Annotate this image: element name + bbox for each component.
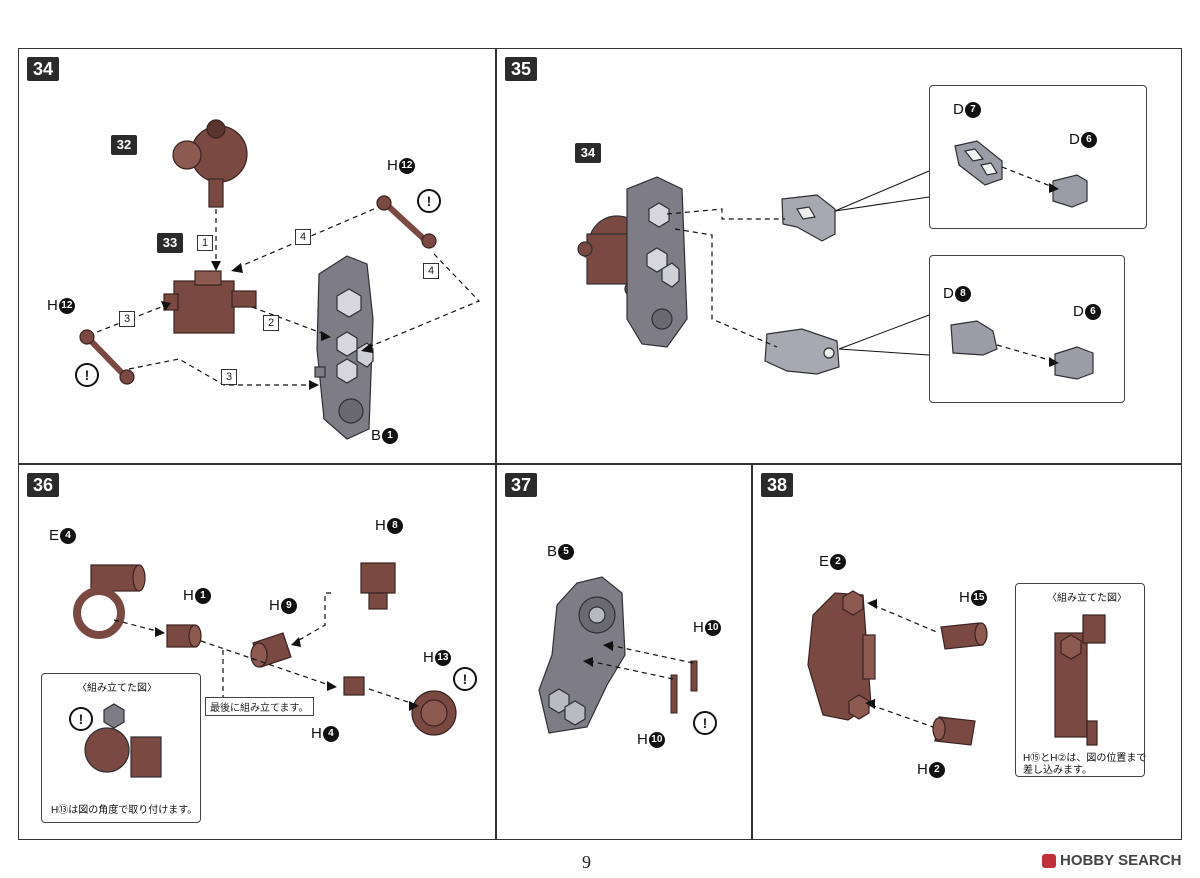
hobby-search-watermark: HOBBY SEARCH bbox=[1042, 852, 1181, 869]
part-d7-d6-assembled bbox=[781, 194, 836, 242]
inset-note-line-2: 差し込みます。 bbox=[1023, 765, 1092, 776]
ref-32: 32 bbox=[111, 135, 137, 155]
part-h2 bbox=[932, 716, 976, 746]
part-h4 bbox=[343, 676, 365, 696]
part-h13 bbox=[411, 690, 457, 736]
arrow-num-3a: 3 bbox=[119, 311, 135, 327]
step-number: 38 bbox=[761, 473, 793, 497]
warning-icon: ! bbox=[69, 707, 93, 731]
inset-title: 〈組み立てた図〉 bbox=[1047, 593, 1127, 604]
warning-icon: ! bbox=[75, 363, 99, 387]
inset-note: H⑬は図の角度で取り付けます。 bbox=[51, 805, 198, 816]
inset-note-line-1: H⑮とH②は、図の位置まで bbox=[1023, 753, 1147, 764]
warning-icon: ! bbox=[693, 711, 717, 735]
part-h10-upper bbox=[690, 660, 698, 692]
inset-assembled-part bbox=[1054, 614, 1106, 746]
arrow-num-4b: 4 bbox=[423, 263, 439, 279]
hobby-search-logo-icon bbox=[1042, 853, 1056, 868]
part-d7 bbox=[954, 140, 1003, 186]
step-number: 35 bbox=[505, 57, 537, 81]
part-h15 bbox=[940, 622, 988, 650]
step-number: 37 bbox=[505, 473, 537, 497]
part-h9 bbox=[250, 632, 292, 668]
part-32 bbox=[172, 119, 248, 208]
assembly-34 bbox=[577, 176, 688, 348]
part-e2 bbox=[807, 590, 876, 721]
step-36-panel: 36 bbox=[18, 464, 496, 840]
step-38-diagram bbox=[807, 590, 1106, 746]
step-34-panel: 34 bbox=[18, 48, 496, 464]
arrow-num-3b: 3 bbox=[221, 369, 237, 385]
part-33 bbox=[163, 270, 257, 334]
brand-text: HOBBY SEARCH bbox=[1060, 852, 1182, 869]
warning-icon: ! bbox=[453, 667, 477, 691]
part-h1 bbox=[166, 624, 202, 648]
part-b1 bbox=[314, 255, 374, 440]
inset-title: 〈組み立てた図〉 bbox=[77, 683, 157, 694]
part-d8 bbox=[950, 320, 998, 356]
ref-33: 33 bbox=[157, 233, 183, 253]
part-b5 bbox=[538, 576, 626, 734]
step-number: 34 bbox=[27, 57, 59, 81]
arrow-num-2: 2 bbox=[263, 315, 279, 331]
step-34-diagram bbox=[79, 119, 481, 440]
step-36-diagram bbox=[73, 562, 457, 778]
warning-icon: ! bbox=[417, 189, 441, 213]
page-number: 9 bbox=[582, 852, 591, 872]
callout-assemble-last: 最後に組み立てます。 bbox=[205, 697, 314, 716]
part-h10-lower bbox=[670, 674, 678, 714]
step-38-panel: 38 〈組み立てた図〉 H⑮と bbox=[752, 464, 1182, 840]
part-e4 bbox=[73, 564, 146, 639]
step-35-diagram bbox=[577, 140, 1094, 380]
part-d8-d6-assembled bbox=[764, 328, 840, 375]
step-37-diagram bbox=[538, 576, 698, 734]
ref-34: 34 bbox=[575, 143, 601, 163]
step-number: 36 bbox=[27, 473, 59, 497]
arrow-num-1: 1 bbox=[197, 235, 213, 251]
part-d6-upper bbox=[1052, 174, 1088, 208]
step-35-panel: 35 bbox=[496, 48, 1182, 464]
part-h12-lower bbox=[79, 329, 135, 385]
part-h12-upper bbox=[376, 195, 437, 249]
part-h8 bbox=[360, 562, 396, 610]
arrow-num-4a: 4 bbox=[295, 229, 311, 245]
inset-assembled bbox=[84, 703, 162, 778]
part-d6-lower bbox=[1054, 346, 1094, 380]
inset-assembled-box bbox=[41, 673, 201, 823]
